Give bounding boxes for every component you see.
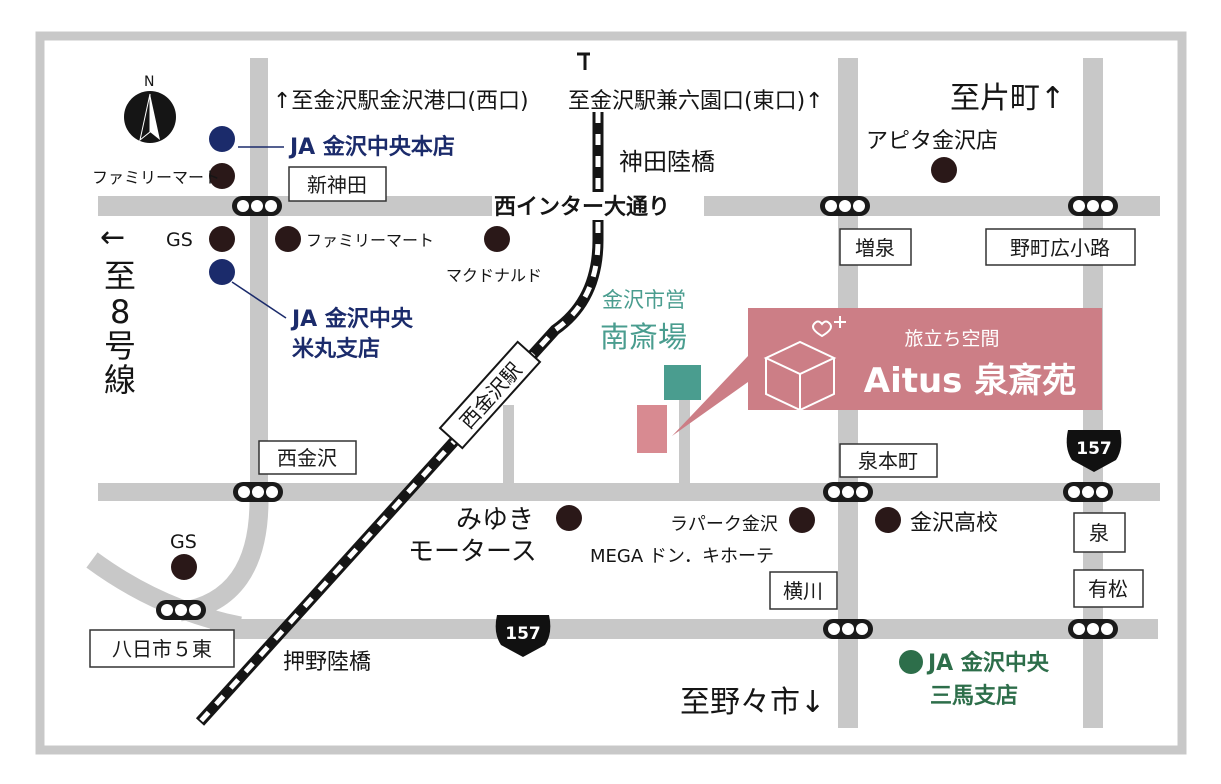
intersection-ariyamatsu: 有松 bbox=[1088, 577, 1128, 601]
label-kanazawa-high: 金沢高校 bbox=[910, 511, 998, 536]
marker-familymart-2 bbox=[275, 226, 301, 252]
leader-line bbox=[231, 281, 287, 319]
direction-route8: ← 至 8 号 線 bbox=[100, 220, 136, 399]
intersection-yokaichi: 八日市５東 bbox=[112, 637, 212, 661]
route8-arrow-icon: ← bbox=[100, 220, 125, 255]
crematorium-marker bbox=[664, 365, 701, 400]
route-157-shield: 157 bbox=[495, 615, 551, 657]
label-apita: アピタ金沢店 bbox=[866, 129, 998, 154]
intersection-nomachi: 野町広小路 bbox=[1010, 236, 1110, 260]
landmark-markers bbox=[171, 157, 957, 580]
label-crematorium-2: 南斎場 bbox=[600, 320, 687, 354]
label-miyuki-1: みゆき bbox=[456, 505, 534, 535]
west-interchange-text: 西インター大通り bbox=[494, 195, 670, 220]
route-157-label: 157 bbox=[1076, 439, 1112, 459]
direction-west-exit: ↑至金沢駅金沢港口(西口) bbox=[273, 89, 529, 114]
label-miyuki-2: モータース bbox=[408, 537, 537, 567]
route8-char: 8 bbox=[110, 293, 130, 331]
label-ja-sanma-2: 三馬支店 bbox=[930, 684, 1018, 709]
signal-icon bbox=[233, 482, 283, 502]
signal-icon bbox=[156, 600, 206, 620]
marker-kanazawa-high bbox=[875, 507, 901, 533]
signal-icon bbox=[232, 196, 282, 216]
route-157-shield: 157 bbox=[1066, 430, 1122, 472]
intersection-nishikanazawa: 西金沢 bbox=[277, 446, 337, 470]
north-compass-icon: N bbox=[124, 74, 176, 143]
direction-katamachi: 至片町↑ bbox=[950, 81, 1065, 116]
label-ja-sanma-1: JA 金沢中央 bbox=[926, 650, 1050, 676]
signal-icon bbox=[823, 482, 873, 502]
signal-icon bbox=[1068, 619, 1118, 639]
marker-mcdonalds bbox=[484, 226, 510, 252]
road-west-interchange-label: 西インター大通り bbox=[492, 192, 704, 220]
marker-gs-1 bbox=[209, 226, 235, 252]
marker-ja-sanma bbox=[899, 650, 923, 674]
aitus-callout: 旅立ち空間 Aitus 泉斎苑 bbox=[672, 308, 1102, 436]
traffic-signals bbox=[156, 196, 1118, 639]
intersection-izumi: 泉 bbox=[1089, 521, 1109, 545]
road-west-avenue bbox=[250, 58, 268, 508]
compass-label: N bbox=[144, 74, 154, 90]
callout-subtitle: 旅立ち空間 bbox=[904, 328, 999, 350]
signal-icon bbox=[1068, 196, 1118, 216]
label-gs-2: GS bbox=[170, 531, 197, 553]
signal-icon bbox=[1063, 482, 1113, 502]
label-ja-main: JA 金沢中央本店 bbox=[288, 134, 455, 160]
marker-miyuki bbox=[556, 505, 582, 531]
label-lapark: ラパーク金沢 bbox=[670, 514, 778, 535]
road-lane-2 bbox=[679, 400, 690, 483]
route-157-label: 157 bbox=[505, 624, 541, 644]
direction-east-exit: 至金沢駅兼六園口(東口)↑ bbox=[568, 89, 824, 114]
label-mcdonalds: マクドナルド bbox=[446, 266, 542, 285]
road-lane-1 bbox=[503, 405, 514, 483]
label-familymart-1: ファミリーマート bbox=[92, 168, 220, 187]
road-curve-gs bbox=[178, 499, 269, 622]
intersection-labels: 新神田 増泉 野町広小路 西金沢 泉本町 泉 有松 横川 八日市５東 bbox=[89, 166, 1144, 668]
label-crematorium-1: 金沢市営 bbox=[602, 288, 686, 312]
marker-gs-2 bbox=[171, 554, 197, 580]
marker-apita bbox=[931, 157, 957, 183]
label-mega: MEGA ドン．キホーテ bbox=[590, 546, 774, 567]
intersection-yokokawa: 横川 bbox=[783, 579, 823, 603]
signal-icon bbox=[823, 619, 873, 639]
intersection-izumihoncho: 泉本町 bbox=[858, 449, 918, 473]
oshino-bridge-label: 押野陸橋 bbox=[283, 650, 371, 675]
route8-char: 線 bbox=[104, 361, 136, 399]
aitus-logo-icon bbox=[763, 316, 846, 412]
label-ja-yonemaru-1: JA 金沢中央 bbox=[290, 306, 414, 332]
station-nishikanazawa: 西金沢駅 bbox=[438, 340, 542, 450]
aitus-site-marker bbox=[637, 405, 667, 453]
road-route157 bbox=[210, 619, 1158, 639]
route8-char: 号 bbox=[104, 327, 136, 365]
map-frame bbox=[35, 31, 1187, 755]
marker-ja-main bbox=[209, 126, 235, 152]
marker-ja-yonemaru bbox=[209, 259, 235, 285]
marker-lapark bbox=[789, 507, 815, 533]
road-nishikanazawa bbox=[98, 483, 1160, 501]
intersection-masuizumi: 増泉 bbox=[855, 236, 895, 260]
label-familymart-2: ファミリーマート bbox=[306, 231, 434, 250]
intersection-shinkanda: 新神田 bbox=[307, 173, 367, 197]
route8-char: 至 bbox=[104, 257, 136, 295]
callout-title: Aitus 泉斎苑 bbox=[864, 361, 1077, 401]
label-ja-yonemaru-2: 米丸支店 bbox=[292, 337, 380, 362]
direction-nonoichi: 至野々市↓ bbox=[680, 685, 825, 720]
station-label: 西金沢駅 bbox=[455, 358, 526, 434]
label-gs-1: GS bbox=[166, 229, 193, 251]
kanda-bridge-label: 神田陸橋 bbox=[619, 148, 715, 176]
signal-icon bbox=[820, 196, 870, 216]
marker-familymart-1 bbox=[209, 163, 235, 189]
railway-line bbox=[195, 52, 604, 726]
railway-north-end bbox=[577, 52, 590, 70]
